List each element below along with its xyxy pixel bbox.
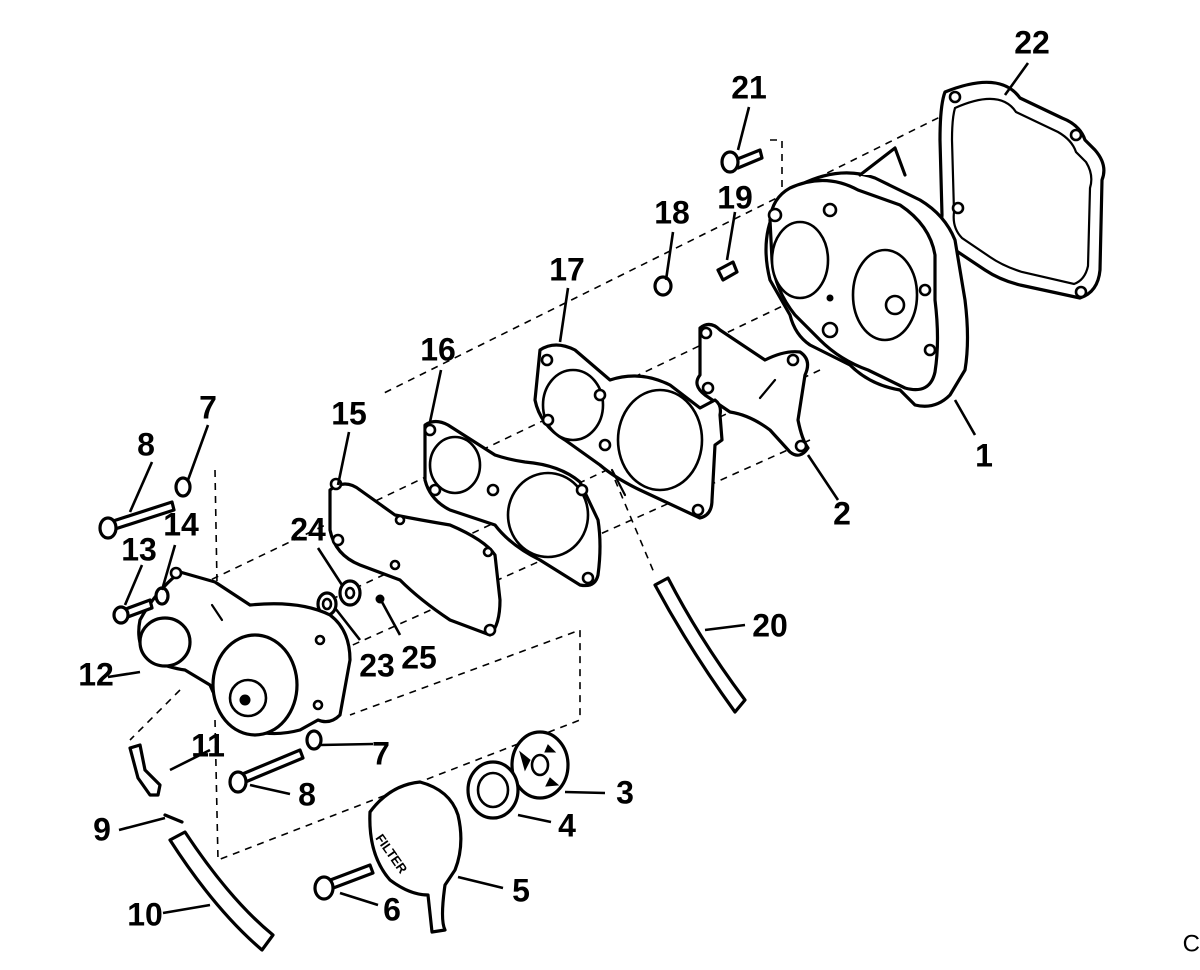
callout-8-lower: 8 [298, 776, 316, 812]
callout-3: 3 [616, 774, 634, 810]
callout-21: 21 [731, 69, 767, 105]
callout-10: 10 [127, 896, 163, 932]
part-3-filter-element [510, 730, 570, 800]
part-8-bolt-upper [98, 500, 176, 540]
part-8-bolt-lower [228, 748, 305, 794]
callout-4: 4 [558, 807, 576, 843]
part-18-nut [653, 275, 673, 297]
corner-mark: C [1183, 930, 1200, 957]
part-11-fitting [128, 743, 162, 797]
part-21-bolt [720, 148, 764, 174]
part-7-washer-upper [174, 476, 192, 498]
callout-13: 13 [121, 531, 157, 567]
part-22-gasket [938, 80, 1106, 300]
part-10-hose [168, 830, 275, 952]
callout-12: 12 [78, 656, 114, 692]
part-12-cover-assembly [137, 566, 352, 737]
part-13-screw [112, 598, 154, 625]
callout-25: 25 [401, 639, 437, 675]
callout-5: 5 [512, 872, 530, 908]
part-7-washer-lower [305, 729, 323, 751]
callout-19: 19 [717, 179, 753, 215]
callout-20: 20 [752, 607, 788, 643]
callout-1: 1 [975, 437, 993, 473]
part-19-screw [716, 260, 739, 282]
part-16-gasket [423, 419, 602, 588]
callout-2: 2 [833, 495, 851, 531]
leader-lines [107, 62, 1030, 915]
callout-11: 11 [191, 727, 225, 763]
callout-9: 9 [93, 811, 111, 847]
part-17-housing [533, 343, 724, 520]
callout-17: 17 [549, 251, 585, 287]
part-1-pump-body [764, 146, 970, 408]
callout-labels: 1 2 3 4 5 6 7 7 8 8 9 10 11 12 13 14 15 … [78, 24, 1200, 957]
part-2-plate [695, 322, 810, 457]
callout-18: 18 [654, 194, 690, 230]
callout-15: 15 [331, 395, 367, 431]
callout-22: 22 [1014, 24, 1050, 60]
callout-8-upper: 8 [137, 426, 155, 462]
part-15-diaphragm [328, 477, 502, 637]
callout-16: 16 [420, 331, 456, 367]
callout-23: 23 [359, 647, 395, 683]
part-20-hose [653, 576, 747, 714]
part-4-gasket-ring [466, 760, 520, 820]
callout-7-upper: 7 [199, 389, 217, 425]
callout-14: 14 [163, 506, 199, 542]
callout-7-lower: 7 [372, 735, 390, 771]
callout-6: 6 [383, 891, 401, 927]
part-14-washer [154, 586, 170, 606]
callout-24: 24 [290, 511, 326, 547]
part-6-screw [313, 863, 375, 901]
parts-23-24-25-small [316, 579, 385, 617]
part-9-clip [163, 813, 184, 824]
